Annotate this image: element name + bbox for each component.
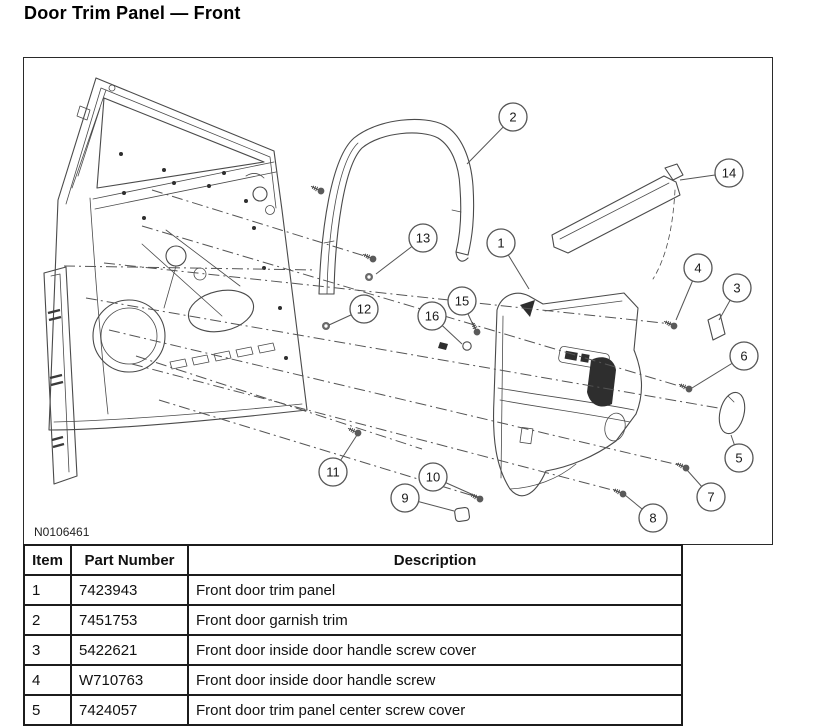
callout-13: 13	[375, 223, 438, 275]
trim-panel-part	[493, 292, 643, 497]
svg-text:13: 13	[416, 231, 430, 246]
col-header-description: Description	[187, 544, 683, 576]
svg-text:14: 14	[722, 166, 736, 181]
callout-10: 10	[418, 462, 479, 498]
callout-4: 4	[675, 253, 713, 321]
svg-text:11: 11	[326, 465, 340, 480]
part-number-cell: 7451753	[70, 604, 189, 636]
table-row: 5 7424057 Front door trim panel center s…	[23, 694, 683, 726]
svg-text:3: 3	[733, 281, 740, 296]
table-header-row: Item Part Number Description	[23, 544, 683, 576]
figure-panel: N0106461	[23, 57, 773, 545]
description-cell: Front door inside door handle screw	[187, 664, 683, 696]
svg-text:16: 16	[425, 309, 439, 324]
callout-3: 3	[718, 273, 752, 321]
item-cell: 1	[23, 574, 72, 606]
part-number-cell: 7423943	[70, 574, 189, 606]
description-cell: Front door garnish trim	[187, 604, 683, 636]
table-row: 1 7423943 Front door trim panel	[23, 574, 683, 606]
exploded-diagram: 1 2 3 4 5 6 7 8 9 10 11 12 13 14 15 16	[43, 77, 759, 533]
grommet-16	[462, 341, 472, 351]
item-cell: 4	[23, 664, 72, 696]
description-cell: Front door trim panel	[187, 574, 683, 606]
callout-11: 11	[318, 434, 358, 487]
item-cell: 5	[23, 694, 72, 726]
col-header-part-number: Part Number	[70, 544, 189, 576]
svg-text:10: 10	[426, 470, 440, 485]
description-cell: Front door trim panel center screw cover	[187, 694, 683, 726]
screw-cover-9	[454, 506, 471, 523]
description-cell: Front door inside door handle screw cove…	[187, 634, 683, 666]
callout-15: 15	[447, 286, 477, 330]
fastener-icons	[309, 182, 746, 523]
svg-text:7: 7	[707, 490, 714, 505]
svg-text:9: 9	[401, 491, 408, 506]
callout-14: 14	[679, 158, 744, 188]
callout-6: 6	[691, 341, 759, 389]
part-number-cell: 5422621	[70, 634, 189, 666]
table-row: 3 5422621 Front door inside door handle …	[23, 634, 683, 666]
callout-7: 7	[686, 469, 726, 512]
col-header-item: Item	[23, 544, 72, 576]
callout-16: 16	[417, 301, 463, 345]
svg-text:8: 8	[649, 511, 656, 526]
callout-5: 5	[724, 434, 754, 473]
clip-16	[438, 342, 448, 350]
svg-text:6: 6	[740, 349, 747, 364]
svg-text:1: 1	[497, 236, 504, 251]
figure-label: N0106461	[34, 525, 90, 539]
handle-screw-cover-3	[707, 313, 726, 341]
item-cell: 2	[23, 604, 72, 636]
item-cell: 3	[23, 634, 72, 666]
callout-9: 9	[390, 483, 455, 513]
leader-lines	[63, 189, 719, 498]
armrest-trim-part	[551, 163, 684, 280]
door-frame	[43, 77, 308, 485]
callout-8: 8	[624, 494, 668, 533]
table-row: 4 W710763 Front door inside door handle …	[23, 664, 683, 696]
callout-2: 2	[466, 102, 528, 165]
svg-text:4: 4	[694, 261, 701, 276]
part-number-cell: 7424057	[70, 694, 189, 726]
center-screw-cover-5	[718, 391, 746, 435]
page-title: Door Trim Panel — Front	[24, 3, 241, 23]
svg-text:15: 15	[455, 294, 469, 309]
parts-table: Item Part Number Description 1 7423943 F…	[23, 544, 683, 726]
svg-text:5: 5	[735, 451, 742, 466]
callout-1: 1	[486, 228, 530, 290]
callouts: 1 2 3 4 5 6 7 8 9 10 11 12 13 14 15 16	[318, 102, 759, 533]
svg-text:2: 2	[509, 110, 516, 125]
table-row: 2 7451753 Front door garnish trim	[23, 604, 683, 636]
garnish-trim-part	[318, 118, 475, 295]
svg-text:12: 12	[357, 302, 371, 317]
part-number-cell: W710763	[70, 664, 189, 696]
callout-12: 12	[328, 294, 379, 326]
